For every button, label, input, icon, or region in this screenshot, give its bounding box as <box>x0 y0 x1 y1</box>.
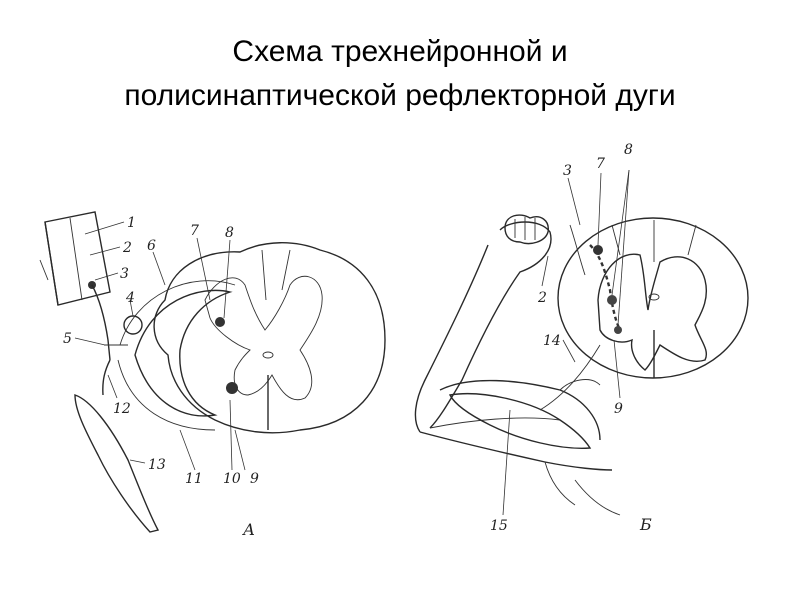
label-b-2: 2 <box>537 290 547 306</box>
label-b-9: 9 <box>614 401 623 417</box>
muscle <box>74 394 160 533</box>
label-a-6: 6 <box>147 238 156 254</box>
label-b-7: 7 <box>596 156 605 172</box>
arm-outline <box>414 214 621 516</box>
slide-title: Схема трехнейронной и полисинаптической … <box>0 30 800 118</box>
nerve-b <box>539 224 601 411</box>
title-line-1: Схема трехнейронной и <box>232 35 568 68</box>
leaders-a <box>74 221 246 471</box>
panel-a-label: А <box>242 520 255 539</box>
label-b-15: 15 <box>490 518 508 534</box>
label-a-12: 12 <box>113 401 131 417</box>
label-a-2: 2 <box>122 240 132 256</box>
label-a-1: 1 <box>127 215 136 231</box>
leaders-b <box>502 169 630 516</box>
label-a-10: 10 <box>223 471 241 487</box>
panel-a: 1 2 3 4 5 6 7 8 9 10 11 12 13 А <box>39 211 386 539</box>
label-b-14: 14 <box>543 333 561 349</box>
title-line-2: полисинаптической рефлекторной дуги <box>124 79 676 112</box>
label-b-3: 3 <box>563 163 572 179</box>
label-a-13: 13 <box>148 457 166 473</box>
panel-b: 3 7 8 2 14 9 15 Б <box>414 142 749 534</box>
label-a-8: 8 <box>225 225 234 241</box>
spinal-nerve <box>117 280 238 431</box>
label-a-4: 4 <box>125 290 135 306</box>
label-b-8: 8 <box>624 142 633 158</box>
biceps-muscle <box>448 393 592 449</box>
spinal-cord-section-b <box>557 217 749 379</box>
label-a-5: 5 <box>63 331 72 347</box>
label-a-3: 3 <box>120 266 129 282</box>
peripheral-nerve <box>91 284 128 396</box>
panel-b-label: Б <box>639 515 652 534</box>
skin-block <box>39 211 111 306</box>
label-a-7: 7 <box>190 223 199 239</box>
label-a-11: 11 <box>185 471 203 487</box>
label-a-9: 9 <box>250 471 259 487</box>
spinal-cord-section <box>153 242 386 434</box>
